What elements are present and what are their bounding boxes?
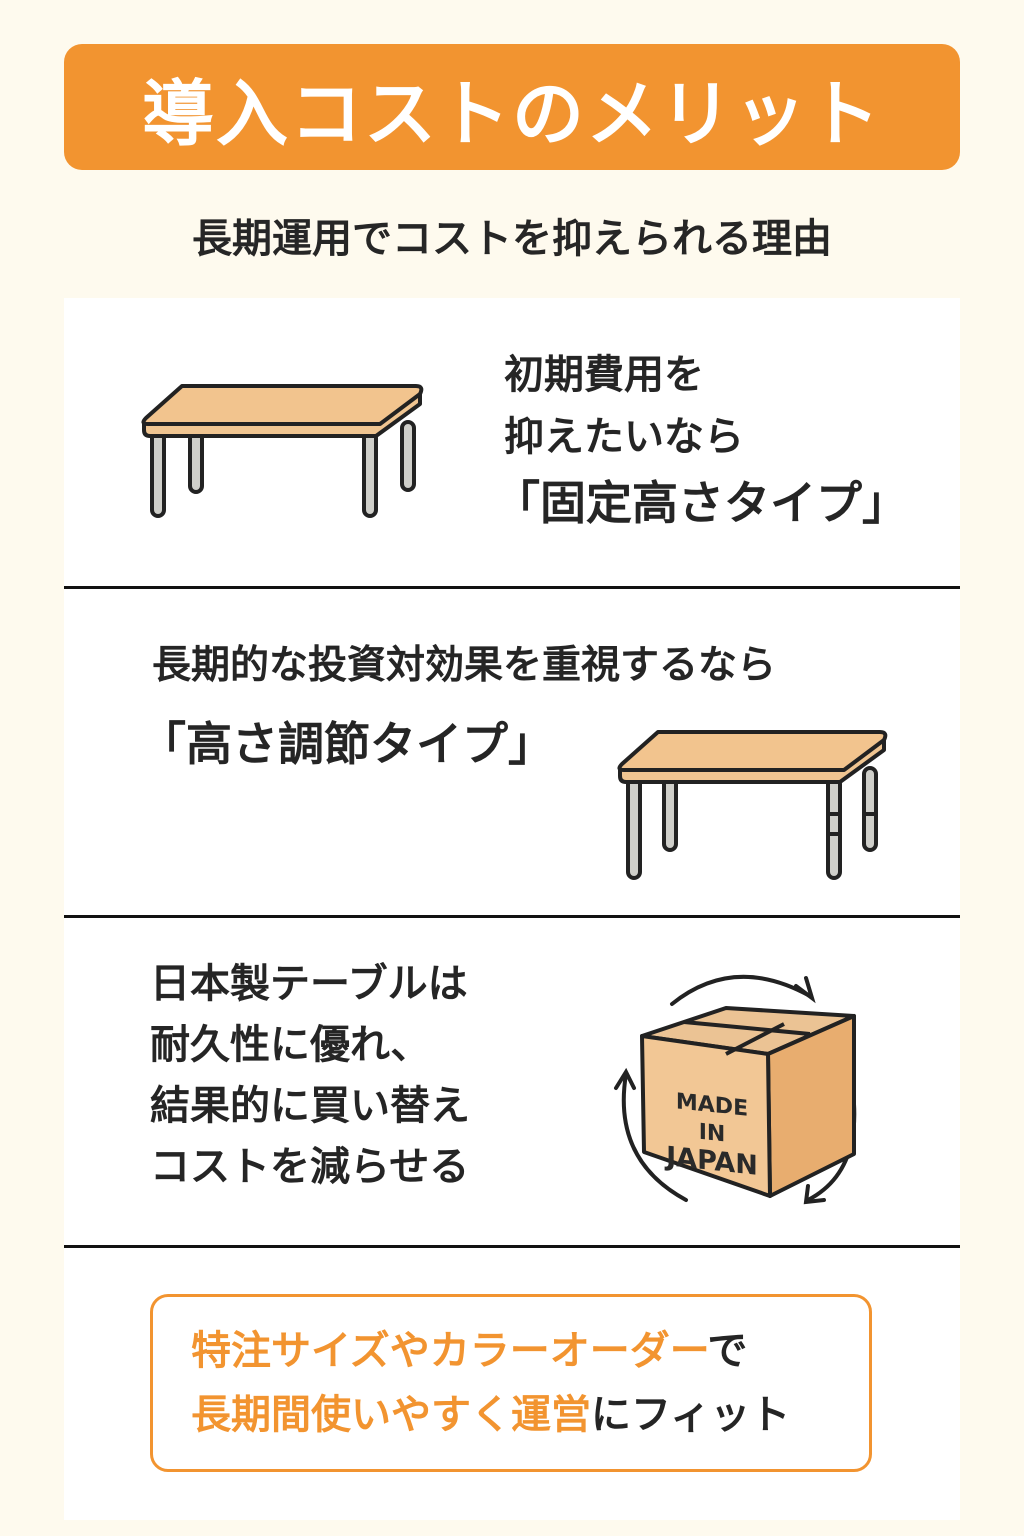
section-line: 長期的な投資対効果を重視するなら xyxy=(152,643,777,688)
custom-order-callout: 特注サイズやカラーオーダーで 長期間使いやすく運営にフィット xyxy=(150,1294,872,1472)
title-banner: 導入コストのメリット xyxy=(64,44,960,170)
page-subtitle: 長期運用でコストを抑えられる理由 xyxy=(192,216,832,262)
callout-line-1: 特注サイズやカラーオーダーで xyxy=(191,1319,869,1383)
adjustable-height-table-icon xyxy=(617,730,888,880)
section-divider xyxy=(64,1245,960,1248)
section-line: 抑えたいなら xyxy=(504,414,744,460)
made-in-japan-box-icon: MADE IN JAPAN xyxy=(604,964,894,1214)
section-line: 日本製テーブルは xyxy=(150,961,468,1007)
box-label: MADE IN JAPAN xyxy=(662,1087,762,1182)
section-adjustable-text: 長期的な投資対効果を重視するなら 「高さ調節タイプ」 xyxy=(140,641,777,779)
section-fixed-height-text: 初期費用を 抑えたいなら 「固定高さタイプ」 xyxy=(494,344,908,538)
section-line: 結果的に買い替え xyxy=(150,1083,470,1129)
section-divider xyxy=(64,586,960,589)
section-line: 耐久性に優れ、 xyxy=(150,1022,431,1068)
content-card: 初期費用を 抑えたいなら 「固定高さタイプ」 長期的な投資対効果を重視するなら … xyxy=(64,298,960,1520)
page-title: 導入コストのメリット xyxy=(141,71,882,156)
callout-line-2: 長期間使いやすく運営にフィット xyxy=(191,1383,869,1447)
fixed-height-type-label: 「固定高さタイプ」 xyxy=(494,476,908,530)
adjustable-type-label: 「高さ調節タイプ」 xyxy=(140,717,554,771)
section-line: 初期費用を xyxy=(504,352,704,398)
callout-text: で xyxy=(707,1328,748,1374)
section-divider xyxy=(64,915,960,918)
section-made-in-japan-text: 日本製テーブルは 耐久性に優れ、 結果的に買い替え コストを減らせる xyxy=(150,954,470,1198)
fixed-height-table-icon xyxy=(141,384,424,518)
callout-highlight: 特注サイズやカラーオーダー xyxy=(191,1328,708,1374)
section-line: コストを減らせる xyxy=(150,1144,470,1190)
callout-highlight: 長期間使いやすく運営 xyxy=(191,1392,591,1438)
callout-text: にフィット xyxy=(591,1392,791,1438)
